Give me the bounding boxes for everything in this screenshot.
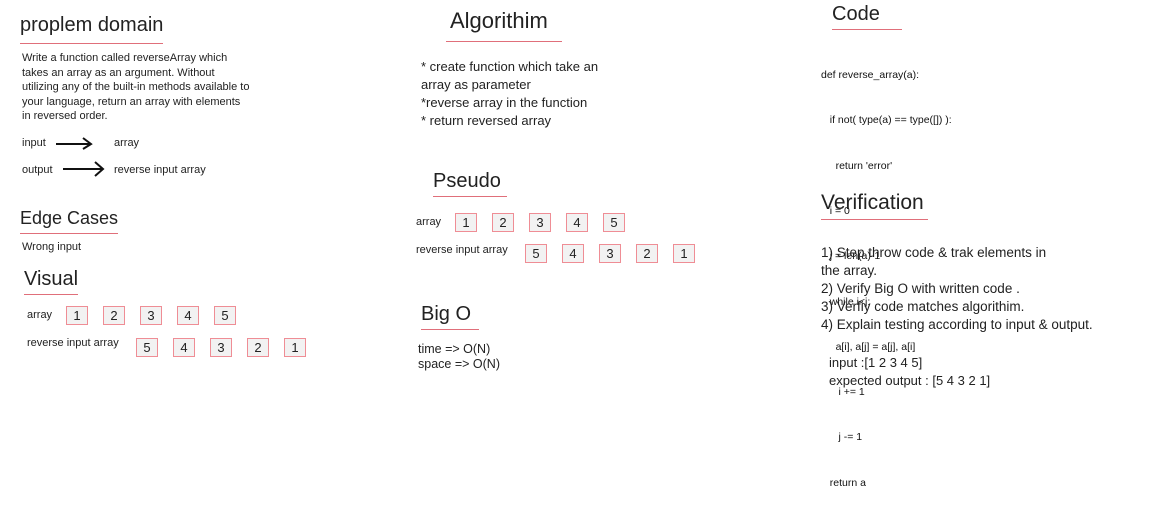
input-value: array: [114, 137, 140, 149]
array-cell: 3: [599, 244, 621, 263]
array-cell: 2: [247, 338, 269, 357]
array-cell: 5: [214, 306, 236, 325]
problem-description: Write a function called reverseArray whi…: [22, 51, 249, 124]
algorithm-line: * return reversed array: [421, 113, 552, 128]
verification-heading: Verification: [821, 191, 928, 220]
array-cell: 3: [529, 213, 551, 232]
array-cell: 3: [140, 306, 162, 325]
algorithm-heading: Algorithim: [446, 8, 562, 42]
output-value: reverse input array: [114, 164, 206, 176]
time-complexity: time => O(N): [418, 342, 491, 356]
visual-reverse-label: reverse input array: [27, 337, 119, 349]
code-line: a[i], a[j] = a[j], a[i]: [821, 340, 916, 353]
array-cell: 2: [103, 306, 125, 325]
code-heading: Code: [832, 3, 902, 30]
pseudo-array-label: array: [416, 216, 442, 228]
array-cell: 4: [566, 213, 588, 232]
verification-steps: 1) Step throw code & trak elements in th…: [821, 244, 1093, 334]
pseudo-heading: Pseudo: [433, 170, 507, 197]
array-cell: 5: [136, 338, 158, 357]
code-line: j -= 1: [821, 431, 863, 444]
test-input: input :[1 2 3 4 5]: [829, 355, 923, 370]
pseudo-reverse-label: reverse input array: [416, 244, 508, 256]
code-line: return 'error': [821, 159, 893, 172]
verification-line: 1) Step throw code & trak elements in: [821, 245, 1047, 260]
array-cell: 5: [525, 244, 547, 263]
problem-line: takes an array as an argument. Without: [22, 66, 215, 79]
output-label: output: [22, 164, 53, 176]
code-line: i = 0: [821, 205, 850, 218]
algorithm-line: * create function which take an: [421, 59, 599, 74]
visual-array-label: array: [27, 309, 53, 321]
big-o-values: time => O(N) space => O(N): [418, 342, 500, 372]
problem-line: in reversed order.: [22, 110, 108, 122]
algorithm-line: array as parameter: [421, 77, 531, 92]
edge-case-text: Wrong input: [22, 241, 82, 253]
problem-line: utilizing any of the built-in methods av…: [22, 81, 250, 93]
array-cell: 2: [492, 213, 514, 232]
pseudo-reverse-cells: 5 4 3 2 1: [525, 244, 710, 263]
pseudo-array-cells: 1 2 3 4 5: [455, 213, 640, 232]
code-line: while i<j:: [821, 295, 871, 308]
code-line: def reverse_array(a):: [821, 69, 920, 82]
array-cell: 1: [66, 306, 88, 325]
problem-line: your language, return an array with elem…: [22, 95, 241, 108]
code-line: j = len(a)-1: [821, 250, 881, 263]
right-arrow-icon: [63, 161, 105, 177]
visual-array-cells: 1 2 3 4 5: [66, 306, 251, 325]
array-cell: 3: [210, 338, 232, 357]
test-case: input :[1 2 3 4 5] expected output : [5 …: [829, 354, 990, 390]
big-o-heading: Big O: [421, 303, 480, 330]
code-block: def reverse_array(a): if not( type(a) ==…: [821, 38, 952, 506]
problem-domain-heading: proplem domain: [20, 14, 164, 44]
array-cell: 5: [603, 213, 625, 232]
array-cell: 1: [284, 338, 306, 357]
array-cell: 1: [455, 213, 477, 232]
verification-line: 4) Explain testing according to input & …: [821, 317, 1093, 332]
visual-reverse-cells: 5 4 3 2 1: [136, 338, 321, 357]
test-expected-output: expected output : [5 4 3 2 1]: [829, 373, 991, 388]
array-cell: 4: [177, 306, 199, 325]
input-label: input: [22, 137, 46, 149]
array-cell: 4: [562, 244, 584, 263]
verification-line: the array.: [821, 263, 878, 278]
algorithm-line: *reverse array in the function: [421, 95, 588, 110]
algorithm-steps: * create function which take an array as…: [421, 58, 598, 130]
edge-cases-heading: Edge Cases: [20, 208, 119, 234]
code-line: i += 1: [821, 386, 865, 399]
verification-line: 3) Verfiy code matches algorithim.: [821, 299, 1025, 314]
array-cell: 1: [673, 244, 695, 263]
code-line: if not( type(a) == type([]) ):: [821, 114, 952, 127]
code-line: return a: [821, 476, 866, 489]
space-complexity: space => O(N): [418, 357, 500, 371]
array-cell: 2: [636, 244, 658, 263]
right-arrow-icon: [56, 137, 93, 150]
visual-heading: Visual: [24, 268, 79, 295]
problem-line: Write a function called reverseArray whi…: [22, 52, 228, 64]
verification-line: 2) Verify Big O with written code .: [821, 281, 1020, 296]
array-cell: 4: [173, 338, 195, 357]
